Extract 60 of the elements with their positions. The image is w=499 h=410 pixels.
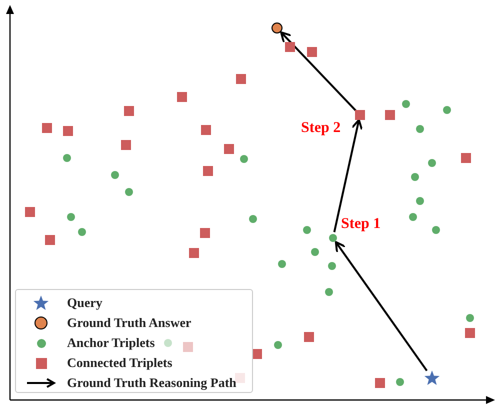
circle-marker bbox=[271, 22, 283, 34]
circle-marker bbox=[77, 227, 87, 237]
square-marker bbox=[355, 110, 365, 120]
circle-marker bbox=[465, 313, 475, 323]
square-marker bbox=[200, 228, 210, 238]
square-marker bbox=[252, 349, 262, 359]
circle-marker bbox=[273, 340, 283, 350]
square-marker bbox=[375, 378, 385, 388]
square-marker bbox=[461, 153, 471, 163]
circle-marker bbox=[431, 225, 441, 235]
square-marker bbox=[183, 342, 193, 352]
square-marker bbox=[201, 125, 211, 135]
arrow bbox=[280, 31, 357, 112]
circle-marker bbox=[248, 214, 258, 224]
circle-marker bbox=[415, 196, 425, 206]
square-marker bbox=[63, 126, 73, 136]
star-marker bbox=[424, 370, 440, 386]
square-marker bbox=[236, 74, 246, 84]
circle-marker bbox=[410, 172, 420, 182]
circle-marker bbox=[328, 233, 338, 243]
square-marker bbox=[203, 166, 213, 176]
circle-marker bbox=[110, 170, 120, 180]
circle-marker bbox=[442, 105, 452, 115]
circle-marker bbox=[124, 187, 134, 197]
legend-label: Query bbox=[67, 295, 102, 311]
legend-label: Ground Truth Reasoning Path bbox=[67, 375, 236, 391]
circle-marker bbox=[277, 259, 287, 269]
circle-marker bbox=[66, 212, 76, 222]
circle-marker bbox=[327, 261, 337, 271]
circle-marker bbox=[310, 247, 320, 257]
square-marker bbox=[45, 235, 55, 245]
circle-marker bbox=[62, 153, 72, 163]
square-marker bbox=[25, 207, 35, 217]
legend-label: Ground Truth Answer bbox=[67, 315, 192, 331]
edge-label: Step 2 bbox=[301, 120, 341, 137]
circle-marker bbox=[401, 99, 411, 109]
square-marker bbox=[304, 332, 314, 342]
legend-label: Connected Triplets bbox=[67, 355, 172, 371]
square-marker bbox=[465, 328, 475, 338]
circle-marker bbox=[427, 158, 437, 168]
square-marker bbox=[42, 123, 52, 133]
circle-marker bbox=[395, 377, 405, 387]
arrow bbox=[333, 118, 363, 232]
arrow bbox=[334, 241, 428, 372]
square-marker bbox=[121, 140, 131, 150]
square-marker bbox=[177, 92, 187, 102]
circle-marker bbox=[324, 287, 334, 297]
legend-label: Anchor Triplets bbox=[67, 335, 155, 351]
square-marker bbox=[224, 144, 234, 154]
square-marker bbox=[189, 248, 199, 258]
square-marker bbox=[285, 42, 295, 52]
square-marker bbox=[307, 47, 317, 57]
edge-label: Step 1 bbox=[341, 216, 381, 233]
circle-marker bbox=[408, 212, 418, 222]
square-marker bbox=[385, 110, 395, 120]
square-marker bbox=[124, 106, 134, 116]
circle-marker bbox=[302, 225, 312, 235]
circle-marker bbox=[239, 154, 249, 164]
circle-marker bbox=[415, 124, 425, 134]
circle-marker bbox=[163, 338, 173, 348]
